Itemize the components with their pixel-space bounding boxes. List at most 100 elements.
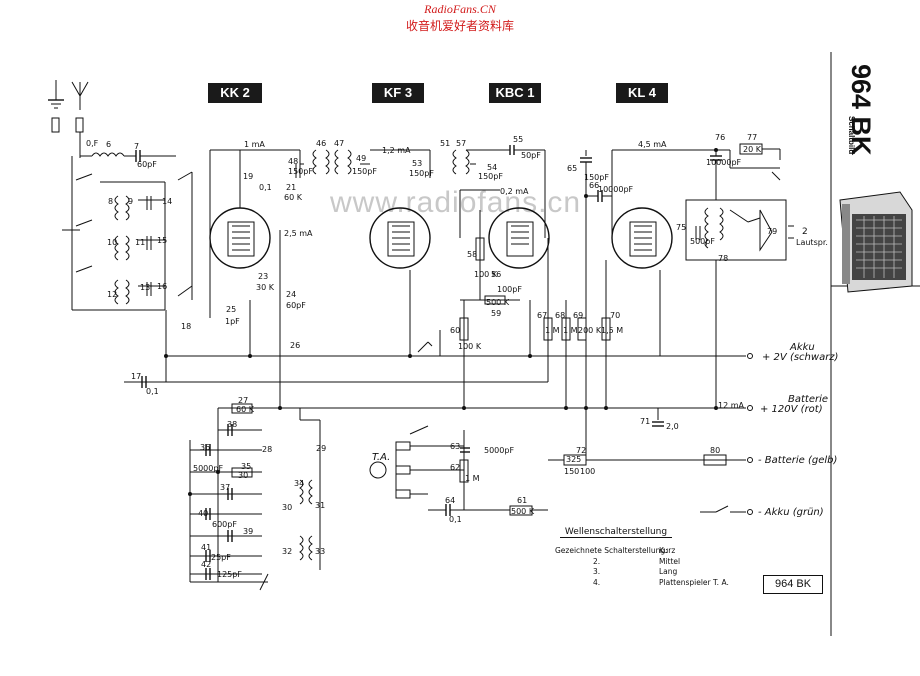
label-70-value: 1,5 M (601, 326, 624, 335)
label-31: 31 (315, 501, 326, 510)
label-77: 77 (747, 133, 758, 142)
label-75-value: 500pF (690, 237, 715, 246)
supply-rails (124, 230, 753, 427)
akku-gruen-label: - Akku (grün) (758, 507, 824, 518)
label-71: 71 (640, 417, 651, 426)
label-7: 7 (134, 142, 140, 151)
label-25: 25 (226, 305, 237, 314)
if-stage-wiring (209, 145, 546, 318)
label-7-value: 60pF (137, 160, 157, 169)
label-41-value: 25pF (211, 553, 231, 562)
label-78: 78 (718, 254, 729, 263)
label-13: 13 (140, 283, 151, 292)
battery-rails (548, 408, 753, 515)
label-of: 0,F (86, 139, 99, 148)
label-64: 64 (445, 496, 456, 505)
current-kf3: 1,2 mA (382, 146, 411, 155)
label-72-value: 325 (566, 455, 582, 464)
tube-label-kf3: KF 3 (372, 83, 424, 103)
output-stage-wiring (580, 143, 794, 408)
label-72: 72 (576, 446, 587, 455)
label-36: 36 (200, 443, 211, 452)
ws-row-4-name: Plattenspieler T. A. (659, 578, 729, 587)
ta-label: T.A. (372, 452, 391, 463)
label-12: 12 (107, 290, 118, 299)
tube-label-kl4: KL 4 (616, 83, 668, 103)
ws-row-2-name: Mittel (659, 557, 681, 566)
label-24: 24 (286, 290, 297, 299)
label-48: 48 (288, 157, 299, 166)
label-80: 80 (710, 446, 721, 455)
label-49: 49 (356, 154, 367, 163)
label-66-value: 10000pF (598, 185, 634, 194)
label-72-b: 100 (580, 467, 596, 476)
label-54: 54 (487, 163, 498, 172)
label-17: 17 (131, 372, 142, 381)
label-35: 35 (241, 462, 252, 471)
label-48-value: 150pF (288, 167, 313, 176)
label-79: 79 (767, 227, 778, 236)
label-53-value: 150pF (409, 169, 434, 178)
input-coils (62, 150, 193, 311)
label-8: 8 (108, 197, 114, 206)
label-37: 37 (220, 483, 231, 492)
tube-kk2-symbol (209, 150, 271, 269)
label-38: 38 (227, 420, 238, 429)
label-39: 39 (243, 527, 254, 536)
junction-dots (164, 148, 718, 496)
label-46: 46 (316, 139, 327, 148)
speaker-number: 2 (802, 227, 808, 237)
resistor-column (459, 237, 611, 408)
label-56: 56 (491, 270, 502, 279)
label-41: 41 (201, 543, 212, 552)
tube-kbc1-symbol (488, 207, 550, 269)
label-65-value: 150pF (584, 173, 609, 182)
ws-row-2-pos: 2. (593, 557, 601, 566)
label-69-value: 200 K (578, 326, 602, 335)
ws-row-4-pos: 4. (593, 578, 601, 587)
ws-row-3-pos: 3. (593, 567, 601, 576)
label-61: 61 (517, 496, 528, 505)
antenna-earth-symbols (48, 80, 89, 158)
label-67: 67 (537, 311, 548, 320)
oscillator-switch-bank (189, 403, 321, 591)
label-15: 15 (157, 236, 168, 245)
label-76-value: 10000pF (706, 158, 742, 167)
akku-value: + 2V (schwarz) (762, 352, 839, 363)
label-62: 62 (450, 463, 461, 472)
label-58: 58 (467, 250, 478, 259)
label-70: 70 (610, 311, 621, 320)
label-71-value: 2,0 (666, 422, 679, 431)
batterie-label: Batterie (788, 394, 829, 405)
label-11: 11 (135, 238, 146, 247)
label-9: 9 (128, 197, 134, 206)
label-26: 26 (290, 341, 301, 350)
label-69: 69 (573, 311, 584, 320)
label-42-value: 125pF (217, 570, 242, 579)
label-33: 33 (315, 547, 326, 556)
label-14: 14 (162, 197, 173, 206)
label-30: 30 (282, 503, 293, 512)
label-51: 51 (440, 139, 451, 148)
label-68: 68 (555, 311, 566, 320)
label-63-value: 5000pF (484, 446, 515, 455)
batterie-value: + 120V (rot) (760, 404, 823, 415)
label-34: 34 (294, 479, 305, 488)
label-6: 6 (106, 140, 112, 149)
label-23: 23 (258, 272, 269, 281)
label-68-value: 1 M (563, 326, 578, 335)
label-66: 66 (589, 181, 600, 190)
label-18: 18 (181, 322, 192, 331)
watermark-center: www.radiofans.cn (330, 186, 582, 219)
label-63: 63 (450, 442, 461, 451)
current-kbc1: 0,2 mA (500, 187, 529, 196)
label-27: 27 (238, 396, 249, 405)
label-64-value: 0,1 (449, 515, 462, 524)
label-53: 53 (412, 159, 423, 168)
tube-kf3-symbol (369, 207, 431, 269)
label-77-value: 20 K (743, 145, 761, 154)
ws-row-3-name: Lang (659, 567, 678, 576)
label-47: 47 (334, 139, 345, 148)
label-67-value: 1 M (545, 326, 560, 335)
label-28: 28 (262, 445, 273, 454)
